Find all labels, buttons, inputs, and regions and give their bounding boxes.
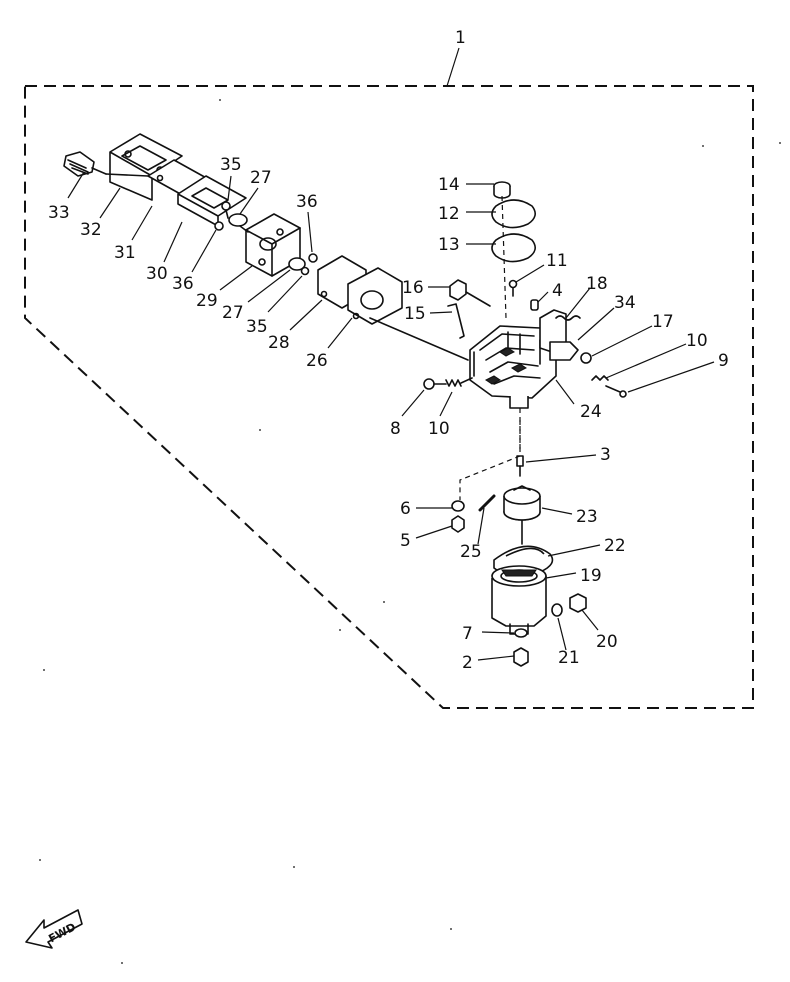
callout-34: 34 xyxy=(614,293,636,313)
callout-29: 29 xyxy=(196,291,218,311)
part-10-spring-left xyxy=(445,379,462,387)
callout-23: 23 xyxy=(576,507,598,527)
carburetor-body xyxy=(423,181,627,477)
part-18-spring xyxy=(555,315,581,321)
callout-26: 26 xyxy=(306,351,328,371)
callout-36-left: 36 xyxy=(172,274,194,294)
part-21-washer xyxy=(551,603,563,617)
scan-specks xyxy=(39,99,781,964)
part-7-washer xyxy=(514,628,528,638)
callout-28: 28 xyxy=(268,333,290,353)
callout-32: 32 xyxy=(80,220,102,240)
callout-5: 5 xyxy=(400,531,411,551)
part-19-bowl xyxy=(491,565,547,635)
callout-30: 30 xyxy=(146,264,168,284)
callout-27-lower: 27 xyxy=(222,303,244,323)
callout-12: 12 xyxy=(438,204,460,224)
callout-36-right: 36 xyxy=(296,192,318,212)
part-25-pin xyxy=(478,494,496,512)
callout-33: 33 xyxy=(48,203,70,223)
callout-3: 3 xyxy=(600,445,611,465)
part-15-rod xyxy=(447,303,465,339)
part-11-screw xyxy=(508,279,518,297)
callout-16: 16 xyxy=(402,278,424,298)
part-8-screw xyxy=(423,378,447,390)
part-33-hose-fitting xyxy=(63,151,107,177)
callout-13: 13 xyxy=(438,235,460,255)
part-35-screw-upper xyxy=(221,201,231,219)
part-4-jet xyxy=(530,299,539,311)
part-16-plug xyxy=(449,279,491,307)
fuel-pump-stack xyxy=(63,133,469,361)
part-27-oring-lower xyxy=(288,257,306,271)
callout-21: 21 xyxy=(558,648,580,668)
part-36-washer-left xyxy=(214,221,224,231)
callout-11: 11 xyxy=(546,251,568,271)
part-2-drain-screw xyxy=(513,647,529,667)
part-9-screw xyxy=(605,385,627,398)
part-14-cap xyxy=(493,181,511,199)
callout-25: 25 xyxy=(460,542,482,562)
part-26-plate xyxy=(347,267,403,325)
callout-24: 24 xyxy=(580,402,602,422)
callout-6: 6 xyxy=(400,499,411,519)
part-36-washer-right xyxy=(308,253,318,263)
callout-8: 8 xyxy=(390,419,401,439)
callout-2: 2 xyxy=(462,653,473,673)
part-23-float xyxy=(503,485,541,521)
callout-labels: 33 32 31 30 36 35 27 29 27 35 36 28 26 1… xyxy=(48,155,729,673)
part-10-spring-right xyxy=(591,375,609,381)
float-bowl-group xyxy=(451,420,587,667)
callout-20: 20 xyxy=(596,632,618,652)
part-5-screw xyxy=(451,515,465,533)
assembly-boundary xyxy=(24,85,754,709)
callout-22: 22 xyxy=(604,536,626,556)
callout-14: 14 xyxy=(438,175,460,195)
callout-10-left: 10 xyxy=(428,419,450,439)
callout-4: 4 xyxy=(552,281,563,301)
part-17-screw xyxy=(580,352,592,364)
callout-18: 18 xyxy=(586,274,608,294)
assembly-number: 1 xyxy=(455,28,466,48)
part-30-diaphragm xyxy=(177,175,247,227)
callout-35-upper: 35 xyxy=(220,155,242,175)
leader-lines xyxy=(67,171,715,661)
callout-17: 17 xyxy=(652,312,674,332)
part-35-screw-lower xyxy=(300,266,310,276)
callout-27-upper: 27 xyxy=(250,168,272,188)
fwd-arrow-icon: FWD xyxy=(25,909,83,949)
part-12-cover xyxy=(491,199,536,229)
callout-7: 7 xyxy=(462,624,473,644)
callout-9: 9 xyxy=(718,351,729,371)
part-20-screw xyxy=(569,593,587,613)
callout-31: 31 xyxy=(114,243,136,263)
callout-15: 15 xyxy=(404,304,426,324)
part-6-washer xyxy=(451,500,465,512)
part-27-oring-upper xyxy=(228,213,248,227)
callout-35-lower: 35 xyxy=(246,317,268,337)
callout-10-right: 10 xyxy=(686,331,708,351)
callout-19: 19 xyxy=(580,566,602,586)
part-13-gasket xyxy=(491,233,536,263)
